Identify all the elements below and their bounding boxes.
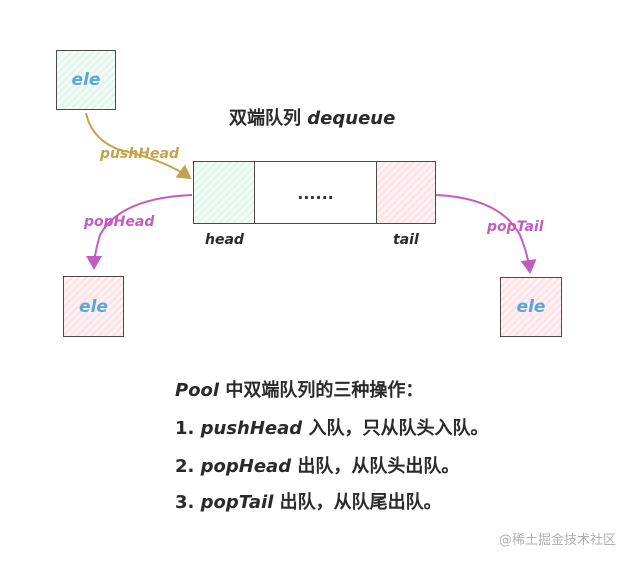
notes-line-3: 3. popTail 出队，从队尾出队。 bbox=[175, 488, 442, 514]
line-number: 1. bbox=[175, 418, 201, 439]
title-cn: 双端队列 bbox=[229, 108, 308, 129]
queue-ellipsis: ...... bbox=[297, 184, 334, 203]
ele-box-top: ele bbox=[56, 50, 116, 110]
notes-heading: Pool 中双端队列的三种操作： bbox=[175, 376, 423, 402]
ele-label: ele bbox=[71, 70, 101, 90]
queue-middle-cell: ...... bbox=[254, 161, 377, 224]
line-op: pushHead bbox=[200, 418, 303, 439]
pop-tail-label: popTail bbox=[487, 219, 544, 235]
title-en: dequeue bbox=[307, 108, 396, 129]
line-number: 2. bbox=[175, 456, 201, 477]
tail-label: tail bbox=[393, 232, 419, 248]
diagram-title: 双端队列 dequeue bbox=[229, 104, 395, 130]
push-head-arrow bbox=[85, 112, 192, 180]
line-desc: 入队，只从队头入队。 bbox=[302, 418, 489, 439]
line-op: popTail bbox=[200, 492, 274, 513]
notes-line-1: 1. pushHead 入队，只从队头入队。 bbox=[175, 414, 488, 440]
watermark: @稀土掘金技术社区 bbox=[498, 533, 616, 548]
pop-head-arrow bbox=[86, 194, 193, 270]
line-desc: 出队，从队头出队。 bbox=[291, 456, 460, 477]
ele-box-left: ele bbox=[63, 276, 124, 337]
notes-heading-cn: 中双端队列的三种操作： bbox=[219, 380, 424, 401]
pop-head-label: popHead bbox=[84, 214, 155, 230]
line-desc: 出队，从队尾出队。 bbox=[273, 492, 442, 513]
push-head-label: pushHead bbox=[100, 146, 179, 162]
queue-head-cell bbox=[193, 161, 255, 224]
ele-label: ele bbox=[79, 296, 108, 317]
pop-tail-arrow bbox=[435, 194, 537, 274]
ele-box-right: ele bbox=[500, 277, 562, 337]
ele-label: ele bbox=[516, 297, 546, 317]
queue-tail-cell bbox=[376, 161, 436, 224]
head-label: head bbox=[205, 232, 244, 248]
notes-heading-en: Pool bbox=[175, 380, 220, 401]
line-op: popHead bbox=[200, 456, 292, 477]
notes-line-2: 2. popHead 出队，从队头出队。 bbox=[175, 452, 459, 478]
line-number: 3. bbox=[175, 492, 201, 513]
